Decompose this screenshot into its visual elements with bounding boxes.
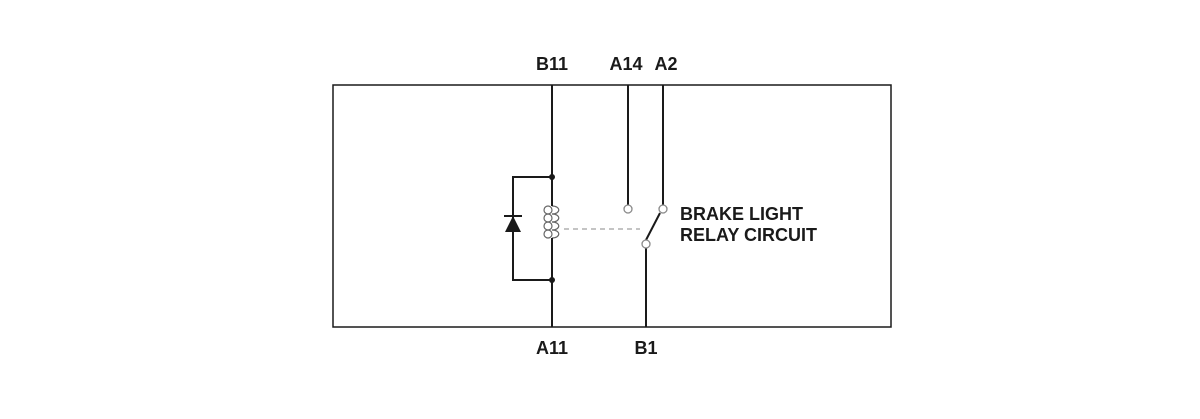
relay-box-outline (332, 84, 892, 328)
contact-a2 (658, 204, 668, 214)
contact-a14 (623, 204, 633, 214)
pin-label-a2: A2 (654, 54, 678, 74)
pin-label-b1: B1 (634, 338, 658, 358)
pin-label-a14: A14 (609, 54, 643, 74)
switch-arm (645, 212, 661, 241)
junction-dot-top (549, 174, 555, 180)
diode-triangle (505, 216, 521, 232)
caption-line-2: RELAY CIRCUIT (680, 225, 818, 245)
pin-label-b11: B11 (535, 54, 569, 74)
relay-coil (543, 204, 560, 246)
caption-line-1: BRAKE LIGHT (680, 204, 803, 224)
pin-label-a11: A11 (535, 338, 569, 358)
junction-dot-bottom (549, 277, 555, 283)
contact-b1-pivot (641, 239, 651, 249)
